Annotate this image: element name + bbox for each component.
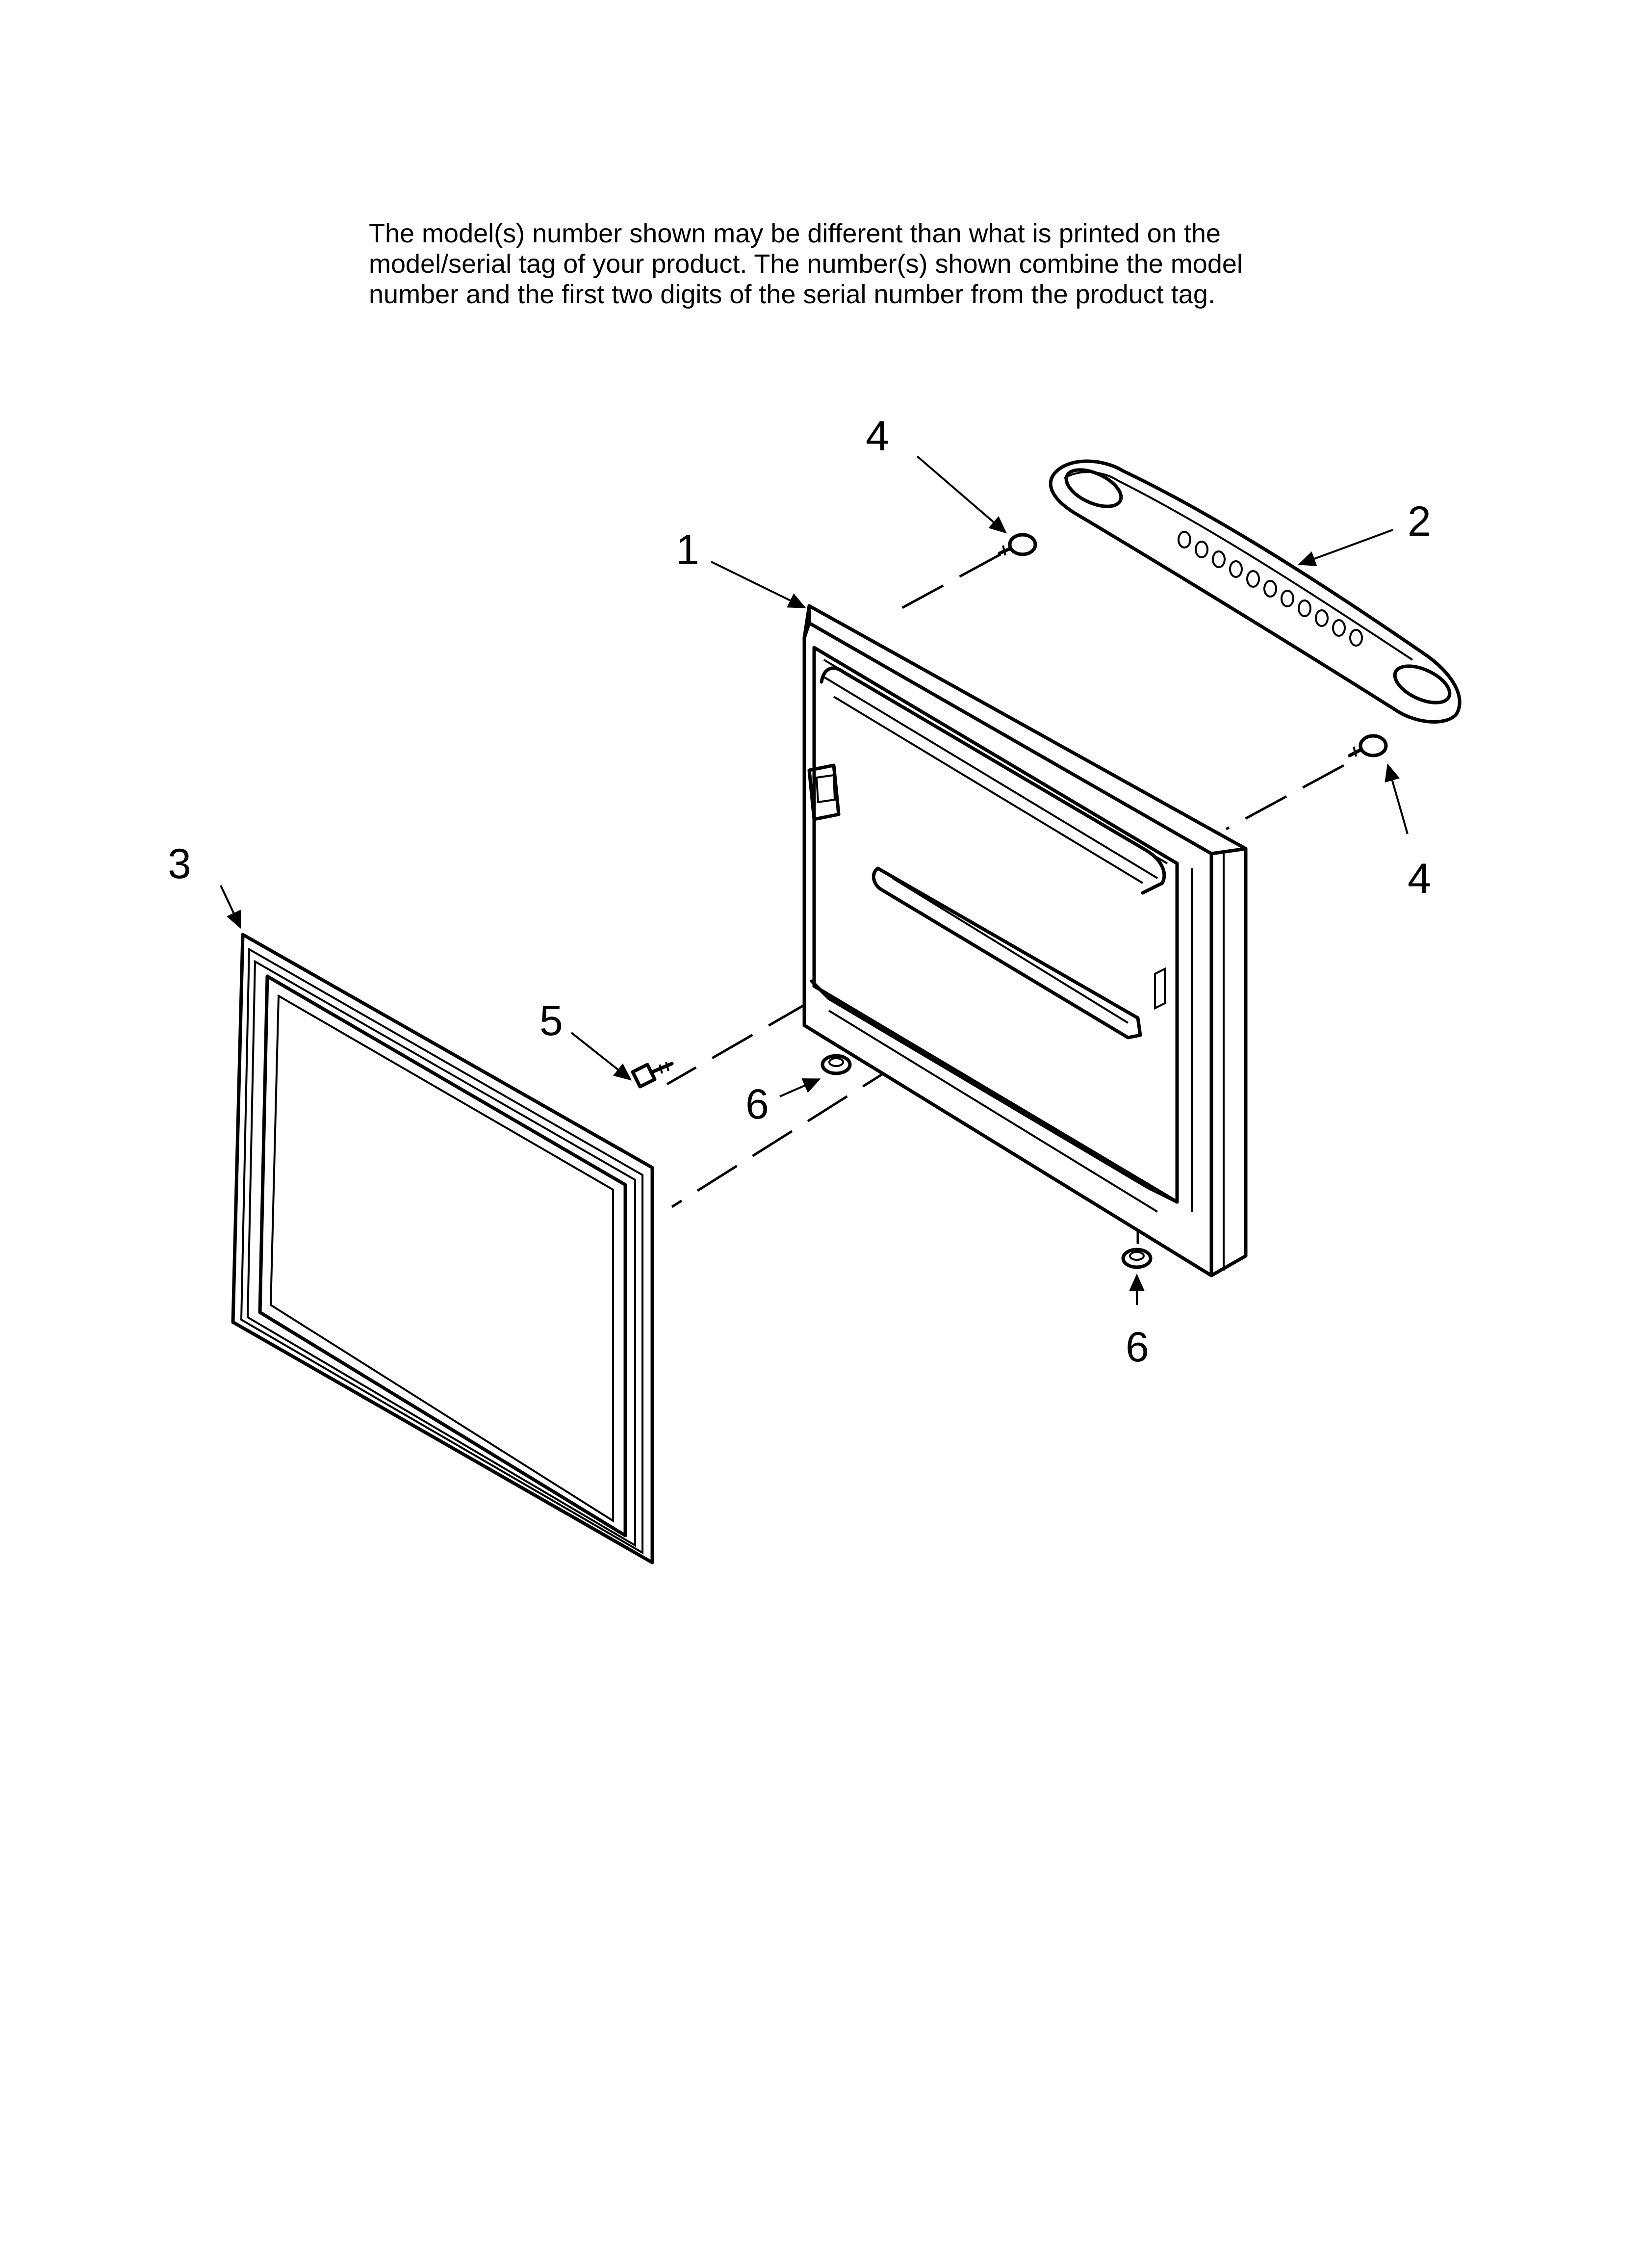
- handle-screw-top: [998, 533, 1037, 556]
- plug-right: [1121, 1248, 1153, 1269]
- callout-door: 1: [676, 526, 699, 574]
- notice-line: model/serial tag of your product. The nu…: [369, 249, 1243, 279]
- callout-handle: 2: [1408, 498, 1431, 545]
- handle-grip-dots: [1178, 531, 1363, 647]
- door-screw: [631, 1062, 674, 1089]
- plug-left: [821, 1054, 852, 1075]
- notice-line: The model(s) number shown may be differe…: [369, 219, 1221, 248]
- callout-handle-screw-top: 4: [866, 413, 889, 460]
- callout-door-screw: 5: [539, 997, 563, 1044]
- door-handle: [1049, 459, 1462, 724]
- door-gasket: [231, 933, 654, 1564]
- callout-plug-left: 6: [745, 1081, 769, 1128]
- leader-lines: [220, 455, 1409, 1305]
- notice-line: number and the first two digits of the s…: [369, 280, 1215, 309]
- freezer-door: [802, 604, 1248, 1277]
- handle-screw-bottom: [1348, 734, 1388, 757]
- callout-plug-right: 6: [1126, 1324, 1149, 1371]
- callout-handle-screw-bottom: 4: [1408, 855, 1431, 902]
- model-number-notice: The model(s) number shown may be differe…: [369, 218, 1497, 310]
- callout-gasket: 3: [168, 840, 191, 887]
